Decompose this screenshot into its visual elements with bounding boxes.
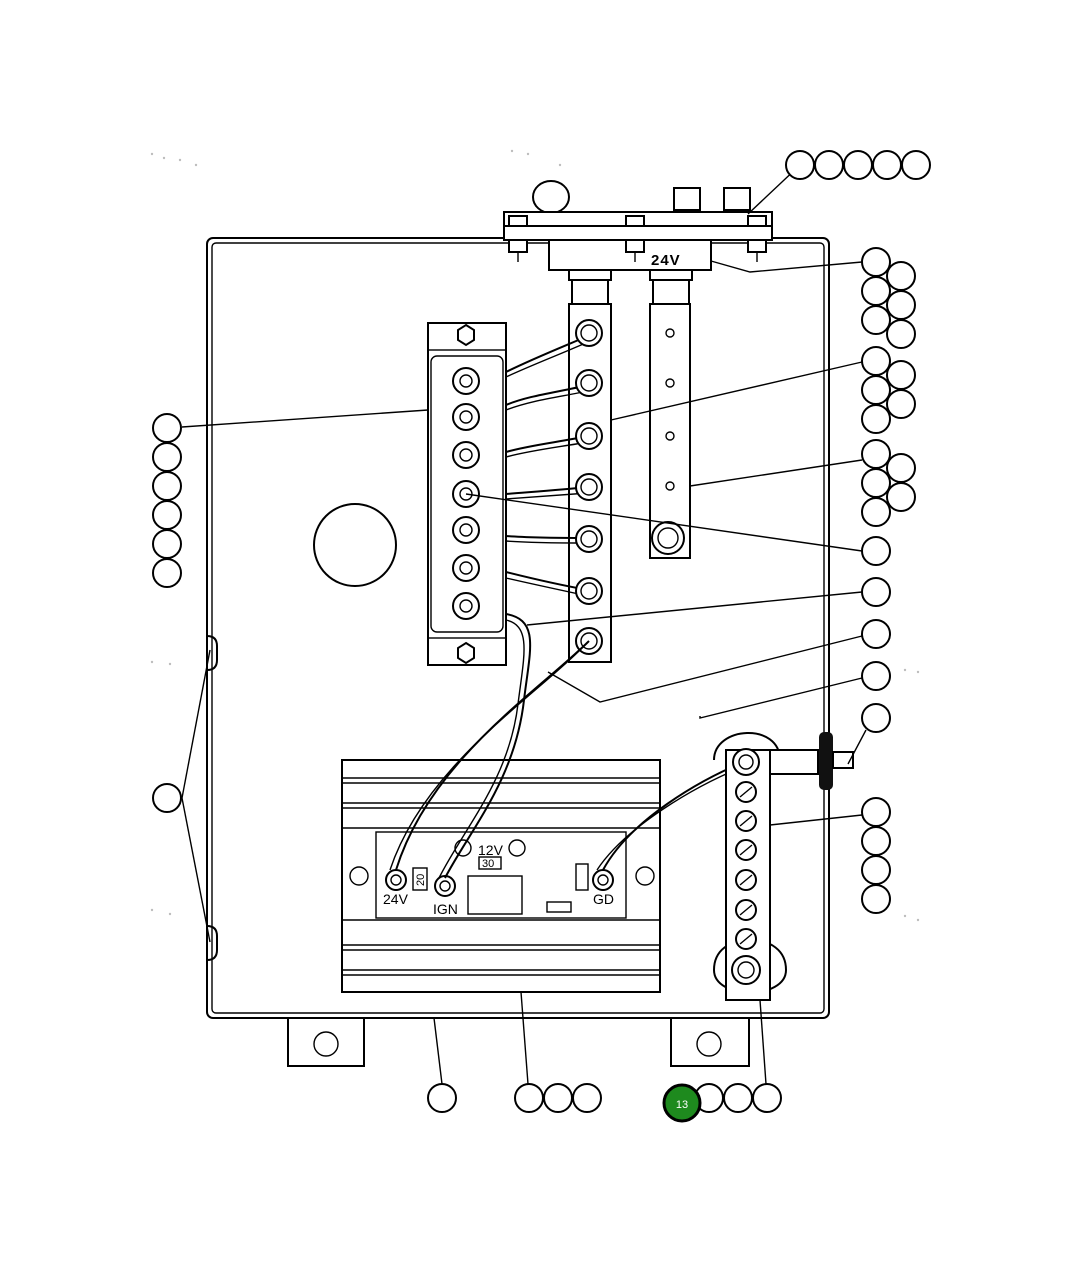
strip-studs [452,323,480,665]
converter-gd-label: GD [593,891,614,907]
converter-24v-label: 24V [383,891,409,907]
converter-unit [341,759,661,993]
bus-lugs [575,319,603,655]
highlighted-callout-label: 13 [676,1099,688,1111]
converter-30-label: 30 [482,858,494,870]
converter-20-label: 20 [415,874,427,886]
hinge-lower [206,925,218,961]
converter-wires [389,613,745,879]
hinge-upper [206,635,218,671]
knockout-hole [313,503,397,587]
mounting-foot-left [287,1017,365,1067]
leader-lines [181,164,867,1085]
ground-bar [713,732,854,1001]
mounting-foot-right [670,1017,750,1067]
scan-specks [150,149,920,922]
converter-12v-label: 12V [478,842,504,858]
highlighted-callout[interactable]: 13 [662,1083,702,1123]
top-connector-assembly [503,180,773,271]
callout-balloons [152,150,931,1113]
bus-bar-right [649,269,693,559]
converter-ign-label: IGN [433,901,458,917]
panel-voltage-label: 24V [651,252,681,269]
